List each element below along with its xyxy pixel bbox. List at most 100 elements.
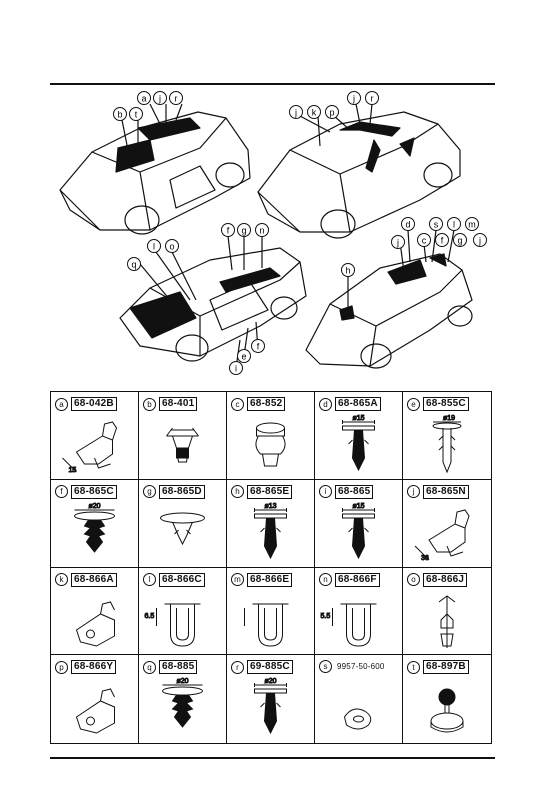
part-drawing: 5.5 [315, 590, 402, 652]
svg-text:j: j [396, 238, 399, 248]
parts-table: a 68-042B 15 b 68-401 c 68-852 d 68-865A… [50, 391, 492, 744]
svg-text:r: r [175, 94, 178, 104]
part-letter: l [143, 573, 156, 586]
part-cell-c: c 68-852 [227, 392, 315, 480]
car-2-diagram [257, 111, 461, 239]
part-cell-p: p 68-866Y [51, 655, 139, 743]
part-header: l 68-866C [143, 572, 224, 587]
callout-car1-t: t [129, 107, 143, 121]
callout-car1-a: a [137, 91, 151, 105]
svg-text:f: f [257, 342, 260, 352]
svg-text:ø20: ø20 [265, 678, 277, 685]
part-drawing [403, 677, 491, 739]
part-number: 68-865A [335, 397, 381, 411]
part-number: 68-865C [71, 484, 117, 499]
svg-text:j: j [158, 94, 161, 104]
part-cell-l: l 68-866C 6.5 [139, 567, 227, 656]
svg-text:6.5: 6.5 [145, 613, 155, 620]
part-cell-m: m 68-866E [227, 567, 315, 656]
part-letter: r [231, 660, 244, 674]
svg-text:s: s [434, 220, 439, 230]
part-header: n 68-866F [319, 572, 400, 587]
part-drawing [51, 677, 138, 739]
part-letter: g [143, 485, 156, 499]
callout-car4-h: h [341, 263, 355, 277]
svg-text:j: j [352, 94, 355, 104]
svg-text:36: 36 [421, 555, 429, 562]
callout-car3-g: g [237, 223, 251, 237]
part-cell-d: d 68-865A ø15 [315, 392, 403, 480]
part-header: m 68-866E [231, 572, 312, 587]
part-number: 68-866J [423, 572, 468, 587]
callout-car4-g: g [453, 233, 467, 247]
part-number: 68-866C [159, 572, 205, 587]
part-cell-a: a 68-042B 15 [51, 392, 139, 480]
callout-car1-j: j [153, 91, 167, 105]
part-drawing [139, 414, 226, 476]
svg-text:a: a [141, 94, 146, 104]
callout-car2-k: k [307, 105, 321, 119]
svg-text:p: p [329, 108, 334, 118]
part-header: g 68-865D [143, 484, 224, 499]
callout-car2-r: r [365, 91, 379, 105]
callout-car4-s: s [429, 217, 443, 231]
svg-text:t: t [135, 110, 138, 120]
part-drawing [403, 590, 491, 652]
svg-text:ø19: ø19 [443, 415, 455, 422]
callout-car4-l: l [447, 217, 461, 231]
part-drawing [51, 590, 138, 652]
part-cell-f: f 68-865C ø20 [51, 479, 139, 568]
part-cell-o: o 68-866J [403, 568, 491, 656]
part-number: 68-865N [423, 484, 469, 499]
part-letter: m [231, 573, 244, 586]
part-number: 68-401 [159, 397, 198, 411]
part-cell-n: n 68-866F 5.5 [315, 567, 403, 656]
part-number: 68-866F [335, 572, 380, 587]
part-header: d 68-865A [319, 397, 400, 411]
part-drawing [315, 677, 402, 739]
part-header: p 68-866Y [55, 660, 136, 675]
callout-car3-q: q [127, 257, 141, 271]
svg-text:d: d [405, 220, 410, 230]
callout-car4-c: c [417, 233, 431, 247]
part-cell-k: k 68-866A [51, 567, 139, 656]
part-drawing: ø20 [51, 502, 138, 564]
part-letter: b [143, 397, 156, 411]
svg-text:ø20: ø20 [89, 503, 101, 510]
part-number: 68-865 [335, 484, 374, 499]
svg-text:15: 15 [69, 467, 77, 474]
callout-car4-d: d [401, 217, 415, 231]
callout-car4-j: j [391, 235, 405, 249]
svg-text:n: n [259, 226, 264, 236]
part-header: k 68-866A [55, 572, 136, 587]
part-cell-h: h 68-865E ø13 [227, 479, 315, 568]
svg-text:ø13: ø13 [265, 503, 277, 510]
part-number: 69-885C [247, 660, 293, 675]
part-cell-q: q 68-885 ø20 [139, 655, 227, 743]
part-number: 68-885 [159, 660, 198, 675]
part-drawing: ø13 [227, 502, 314, 564]
svg-text:j: j [294, 108, 297, 118]
part-number: 68-865E [247, 484, 293, 499]
part-cell-s: s 9957-50-600 [315, 655, 403, 743]
part-drawing: 36 [403, 502, 491, 564]
callout-car1-r: r [169, 91, 183, 105]
svg-text:5.5: 5.5 [321, 613, 331, 620]
part-drawing: 6.5 [139, 590, 226, 652]
part-number: 68-852 [247, 397, 286, 411]
part-drawing: 15 [51, 414, 138, 476]
part-letter: a [55, 397, 68, 411]
svg-text:o: o [169, 242, 174, 252]
bottom-rule [50, 757, 495, 759]
part-drawing: ø20 [227, 677, 314, 739]
part-header: s 9957-50-600 [319, 660, 400, 674]
part-number: 68-866Y [71, 660, 117, 675]
part-drawing: ø19 [403, 414, 491, 476]
svg-text:l: l [153, 242, 155, 252]
part-letter: f [55, 485, 68, 499]
svg-text:ø20: ø20 [177, 678, 189, 685]
part-letter: o [407, 573, 420, 586]
part-number: 68-042B [71, 397, 117, 411]
part-letter: q [143, 660, 156, 674]
